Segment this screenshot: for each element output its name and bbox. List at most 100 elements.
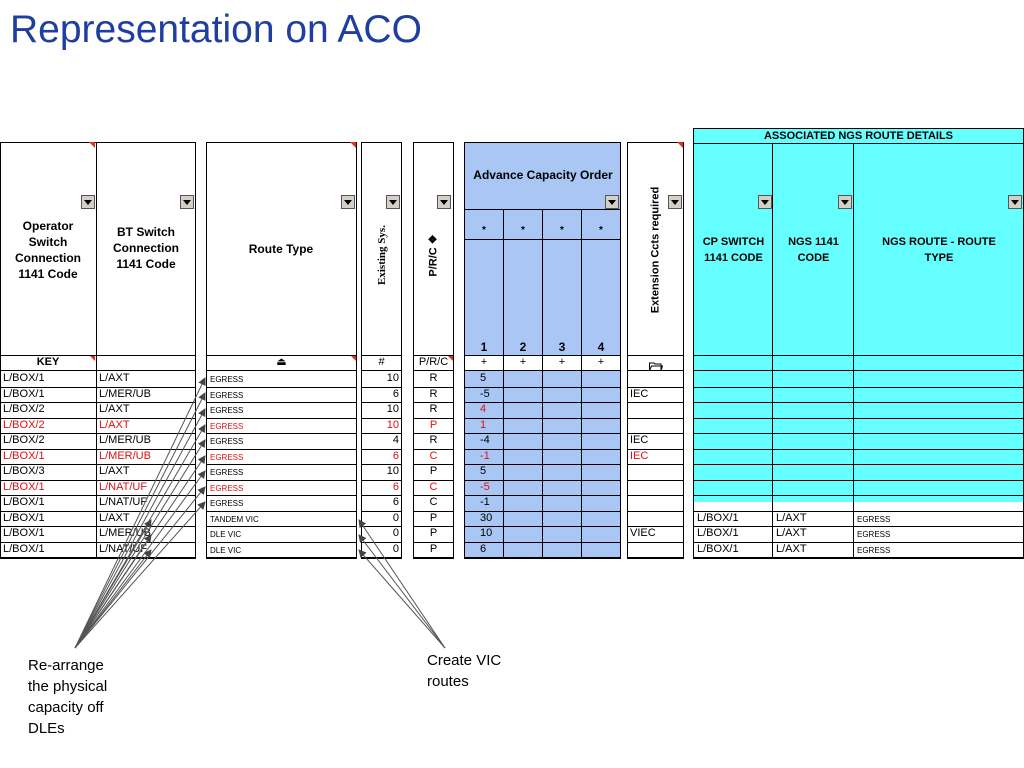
table-cell-ex[interactable]: 4 bbox=[392, 434, 399, 446]
table-cell-ext[interactable] bbox=[630, 542, 682, 558]
table-cell-ngs[interactable] bbox=[776, 464, 852, 480]
table-cell-ngs_rt[interactable] bbox=[857, 418, 997, 434]
table-cell-ngs[interactable] bbox=[776, 449, 852, 465]
table-cell-bt[interactable]: L/AXT bbox=[99, 403, 130, 415]
table-cell-rt[interactable]: EGRESS bbox=[210, 468, 244, 477]
table-cell-rt[interactable]: EGRESS bbox=[210, 406, 244, 415]
table-cell-ngs[interactable]: L/AXT bbox=[776, 527, 807, 539]
table-cell-cp[interactable]: L/BOX/1 bbox=[697, 527, 739, 539]
table-cell-ngs_rt[interactable] bbox=[857, 464, 997, 480]
table-cell-bt[interactable]: L/AXT bbox=[99, 418, 130, 431]
table-cell-rt[interactable]: DLE VIC bbox=[210, 545, 242, 555]
cp-switch-filter-dropdown[interactable] bbox=[758, 195, 772, 209]
table-cell-ext[interactable] bbox=[630, 418, 682, 434]
table-cell-ngs[interactable] bbox=[776, 480, 852, 496]
table-cell-ext[interactable] bbox=[630, 464, 682, 480]
table-cell-bt[interactable]: L/MER/UB bbox=[99, 434, 151, 446]
table-cell-rt[interactable]: EGRESS bbox=[210, 421, 244, 431]
prc-filter-dropdown[interactable] bbox=[437, 195, 451, 209]
aco-filter-dropdown[interactable] bbox=[605, 195, 619, 209]
table-cell-ex[interactable]: 0 bbox=[392, 542, 399, 555]
table-cell-bt[interactable]: L/AXT bbox=[99, 465, 130, 477]
table-cell-prc[interactable]: R bbox=[429, 403, 438, 415]
table-cell-bt[interactable]: L/MER/UB bbox=[99, 527, 151, 539]
route-type-filter-dropdown[interactable] bbox=[341, 195, 355, 209]
table-cell-ngs_rt[interactable] bbox=[857, 371, 997, 387]
ngs-1141-filter-dropdown[interactable] bbox=[838, 195, 852, 209]
table-cell-cp[interactable] bbox=[697, 418, 771, 434]
table-cell-cp[interactable]: L/BOX/1 bbox=[697, 542, 739, 555]
table-cell-aco1[interactable]: 10 bbox=[480, 527, 493, 539]
table-cell-ngs_rt[interactable] bbox=[857, 433, 997, 449]
table-cell-aco1[interactable]: 5 bbox=[480, 372, 487, 384]
table-cell-ex[interactable]: 10 bbox=[386, 418, 399, 431]
table-cell-op[interactable]: L/BOX/1 bbox=[3, 480, 45, 493]
table-cell-op[interactable]: L/BOX/1 bbox=[3, 511, 45, 524]
table-cell-bt[interactable]: L/MER/UB bbox=[99, 387, 151, 400]
table-cell-op[interactable]: L/BOX/3 bbox=[3, 465, 45, 477]
table-cell-ngs_rt[interactable]: EGRESS bbox=[857, 545, 891, 555]
table-cell-rt[interactable]: EGRESS bbox=[210, 375, 244, 384]
table-cell-rt[interactable]: EGRESS bbox=[210, 483, 244, 493]
table-cell-bt[interactable]: L/NAT/UF bbox=[99, 542, 148, 555]
table-cell-rt[interactable]: EGRESS bbox=[210, 452, 244, 462]
table-cell-aco1[interactable]: -5 bbox=[480, 480, 490, 493]
table-cell-ex[interactable]: 6 bbox=[392, 449, 399, 462]
table-cell-ngs_rt[interactable] bbox=[857, 387, 997, 403]
table-cell-ngs[interactable] bbox=[776, 418, 852, 434]
table-cell-prc[interactable]: P bbox=[429, 511, 438, 524]
table-cell-ngs[interactable] bbox=[776, 495, 852, 511]
table-cell-bt[interactable]: L/NAT/UF bbox=[99, 496, 148, 508]
table-cell-ngs_rt[interactable]: EGRESS bbox=[857, 530, 891, 539]
table-cell-rt[interactable]: DLE VIC bbox=[210, 530, 242, 539]
table-cell-cp[interactable] bbox=[697, 449, 771, 465]
table-cell-ngs_rt[interactable] bbox=[857, 449, 997, 465]
table-cell-op[interactable]: L/BOX/1 bbox=[3, 527, 45, 539]
table-cell-op[interactable]: L/BOX/1 bbox=[3, 387, 45, 400]
table-cell-ex[interactable]: 0 bbox=[392, 511, 399, 524]
table-cell-ext[interactable] bbox=[630, 371, 682, 387]
table-cell-bt[interactable]: L/MER/UB bbox=[99, 449, 151, 462]
table-cell-prc[interactable]: P bbox=[429, 542, 438, 555]
table-cell-ext[interactable] bbox=[630, 511, 682, 527]
table-cell-ext[interactable] bbox=[630, 480, 682, 496]
table-cell-ngs_rt[interactable] bbox=[857, 480, 997, 496]
table-cell-op[interactable]: L/BOX/1 bbox=[3, 542, 45, 555]
table-cell-op[interactable]: L/BOX/2 bbox=[3, 434, 45, 446]
table-cell-ngs[interactable] bbox=[776, 402, 852, 418]
table-cell-aco1[interactable]: 4 bbox=[480, 403, 487, 415]
table-cell-prc[interactable]: C bbox=[429, 480, 438, 493]
table-cell-cp[interactable] bbox=[697, 402, 771, 418]
table-cell-cp[interactable]: L/BOX/1 bbox=[697, 511, 739, 524]
table-cell-ngs_rt[interactable] bbox=[857, 402, 997, 418]
table-cell-ex[interactable]: 0 bbox=[392, 527, 399, 539]
table-cell-cp[interactable] bbox=[697, 480, 771, 496]
table-cell-ngs_rt[interactable] bbox=[857, 495, 997, 511]
table-cell-ex[interactable]: 6 bbox=[392, 480, 399, 493]
table-cell-prc[interactable]: P bbox=[429, 465, 438, 477]
table-cell-prc[interactable]: P bbox=[429, 527, 438, 539]
table-cell-op[interactable]: L/BOX/2 bbox=[3, 403, 45, 415]
table-cell-bt[interactable]: L/AXT bbox=[99, 372, 130, 384]
table-cell-cp[interactable] bbox=[697, 464, 771, 480]
table-cell-ex[interactable]: 10 bbox=[386, 372, 399, 384]
table-cell-prc[interactable]: C bbox=[429, 449, 438, 462]
table-cell-ext[interactable]: IEC bbox=[630, 387, 649, 400]
table-cell-prc[interactable]: R bbox=[429, 387, 438, 400]
table-cell-ex[interactable]: 6 bbox=[392, 387, 399, 400]
table-cell-ngs[interactable] bbox=[776, 433, 852, 449]
existing-filter-dropdown[interactable] bbox=[386, 195, 400, 209]
table-cell-prc[interactable]: P bbox=[429, 418, 438, 431]
ngs-route-filter-dropdown[interactable] bbox=[1008, 195, 1022, 209]
table-cell-ext[interactable]: IEC bbox=[630, 449, 649, 462]
table-cell-aco1[interactable]: 1 bbox=[480, 418, 487, 431]
table-cell-rt[interactable]: TANDEM VIC bbox=[210, 514, 259, 524]
table-cell-aco1[interactable]: 30 bbox=[480, 511, 493, 524]
table-cell-ex[interactable]: 10 bbox=[386, 403, 399, 415]
table-cell-prc[interactable]: R bbox=[429, 434, 438, 446]
table-cell-cp[interactable] bbox=[697, 371, 771, 387]
table-cell-cp[interactable] bbox=[697, 495, 771, 511]
table-cell-ext[interactable]: VIEC bbox=[630, 527, 656, 539]
extension-filter-dropdown[interactable] bbox=[668, 195, 682, 209]
table-cell-prc[interactable]: R bbox=[429, 372, 438, 384]
